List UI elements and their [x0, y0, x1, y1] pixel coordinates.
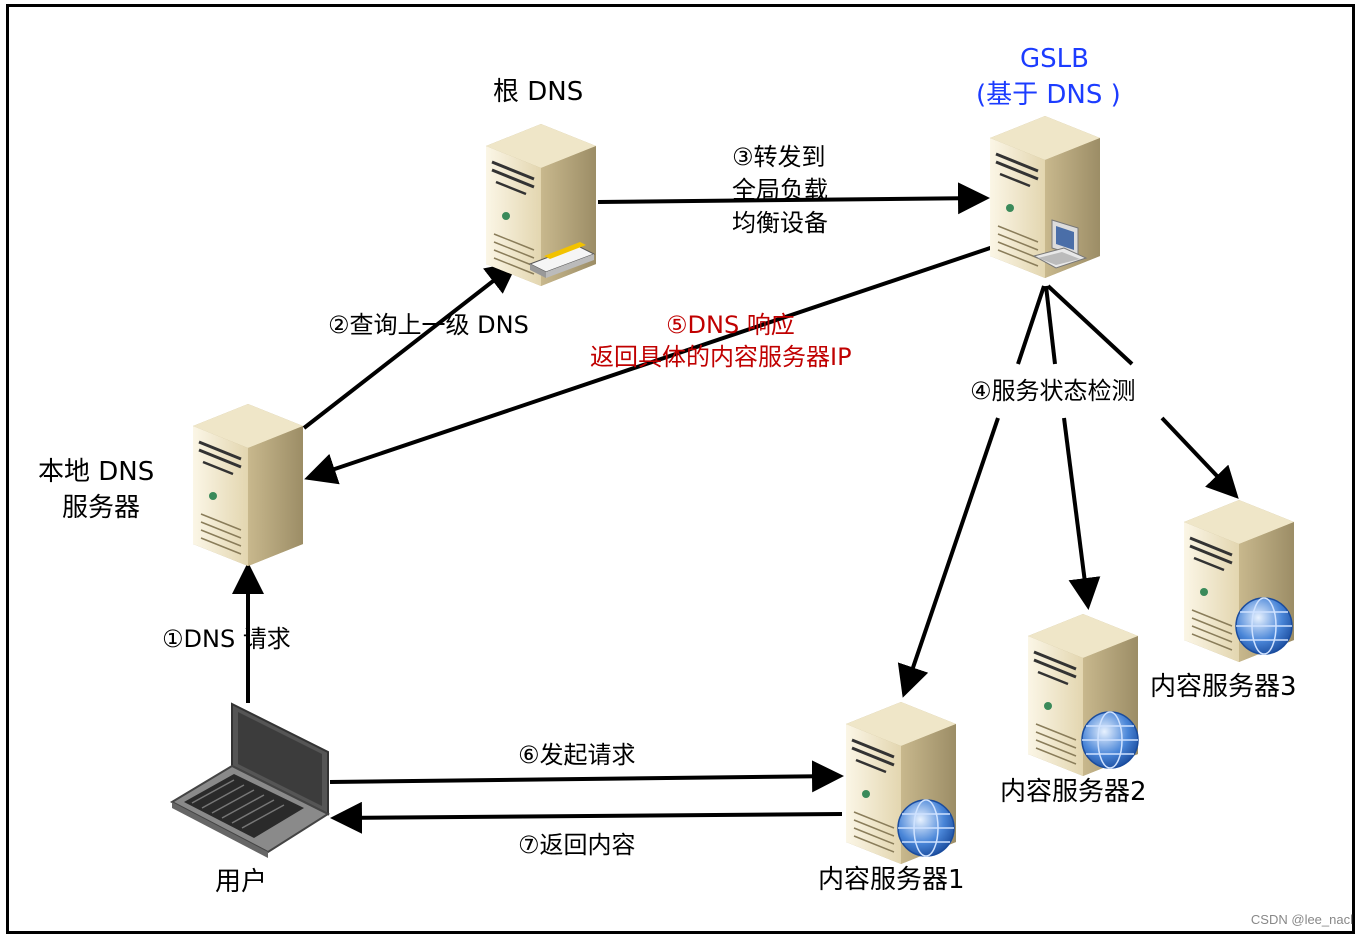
gslb-sublabel: (基于 DNS ) — [976, 80, 1121, 110]
local-dns-label: 本地 DNS — [38, 457, 155, 487]
content-server-1-label: 内容服务器1 — [818, 865, 965, 895]
step2-label: ②查询上一级 DNS — [328, 311, 529, 339]
content-server-3-icon — [1182, 498, 1296, 664]
root-dns-label: 根 DNS — [493, 77, 584, 107]
arrow-step2 — [302, 261, 519, 430]
diagram-frame — [6, 4, 1355, 934]
step4-label: ④服务状态检测 — [970, 377, 1136, 405]
workstation-icon — [1032, 219, 1088, 269]
root-dns-server-icon — [484, 122, 598, 288]
step3-label-line2: 全局负载 — [732, 176, 828, 204]
globe-icon — [1081, 711, 1139, 769]
globe-icon — [897, 799, 955, 857]
watermark: CSDN @lee_nacl — [1250, 912, 1353, 927]
content-server-2-label: 内容服务器2 — [1000, 777, 1147, 807]
content-server-3-label: 内容服务器3 — [1150, 672, 1297, 702]
user-label: 用户 — [215, 867, 268, 897]
local-dns-sublabel: 服务器 — [62, 493, 141, 523]
gslb-label: GSLB — [1020, 44, 1089, 74]
step6-label: ⑥发起请求 — [518, 741, 636, 769]
arrow-step4-to-server3 — [1046, 284, 1239, 499]
local-dns-server-icon — [191, 402, 305, 568]
content-server-1-icon — [844, 700, 958, 866]
arrow-step3 — [597, 182, 990, 215]
arrow-step4-to-server1 — [897, 285, 1046, 698]
step5-label-line2: 返回具体的内容服务器IP — [590, 343, 852, 371]
arrow-step5 — [304, 242, 1003, 485]
content-server-2-icon — [1026, 612, 1140, 778]
gslb-server-icon — [988, 114, 1102, 280]
arrow-step6 — [329, 760, 844, 793]
step5-label-line1: ⑤DNS 响应 — [666, 311, 795, 339]
step3-label-line1: ③转发到 — [732, 143, 826, 171]
step1-label: ①DNS 请求 — [162, 625, 291, 653]
step7-label: ⑦返回内容 — [518, 831, 636, 859]
arrow-step4-to-server2 — [1044, 285, 1101, 610]
arrow-step7 — [330, 801, 843, 834]
laptop-icon — [169, 702, 331, 858]
globe-icon — [1235, 597, 1293, 655]
step3-label-line3: 均衡设备 — [732, 209, 828, 237]
